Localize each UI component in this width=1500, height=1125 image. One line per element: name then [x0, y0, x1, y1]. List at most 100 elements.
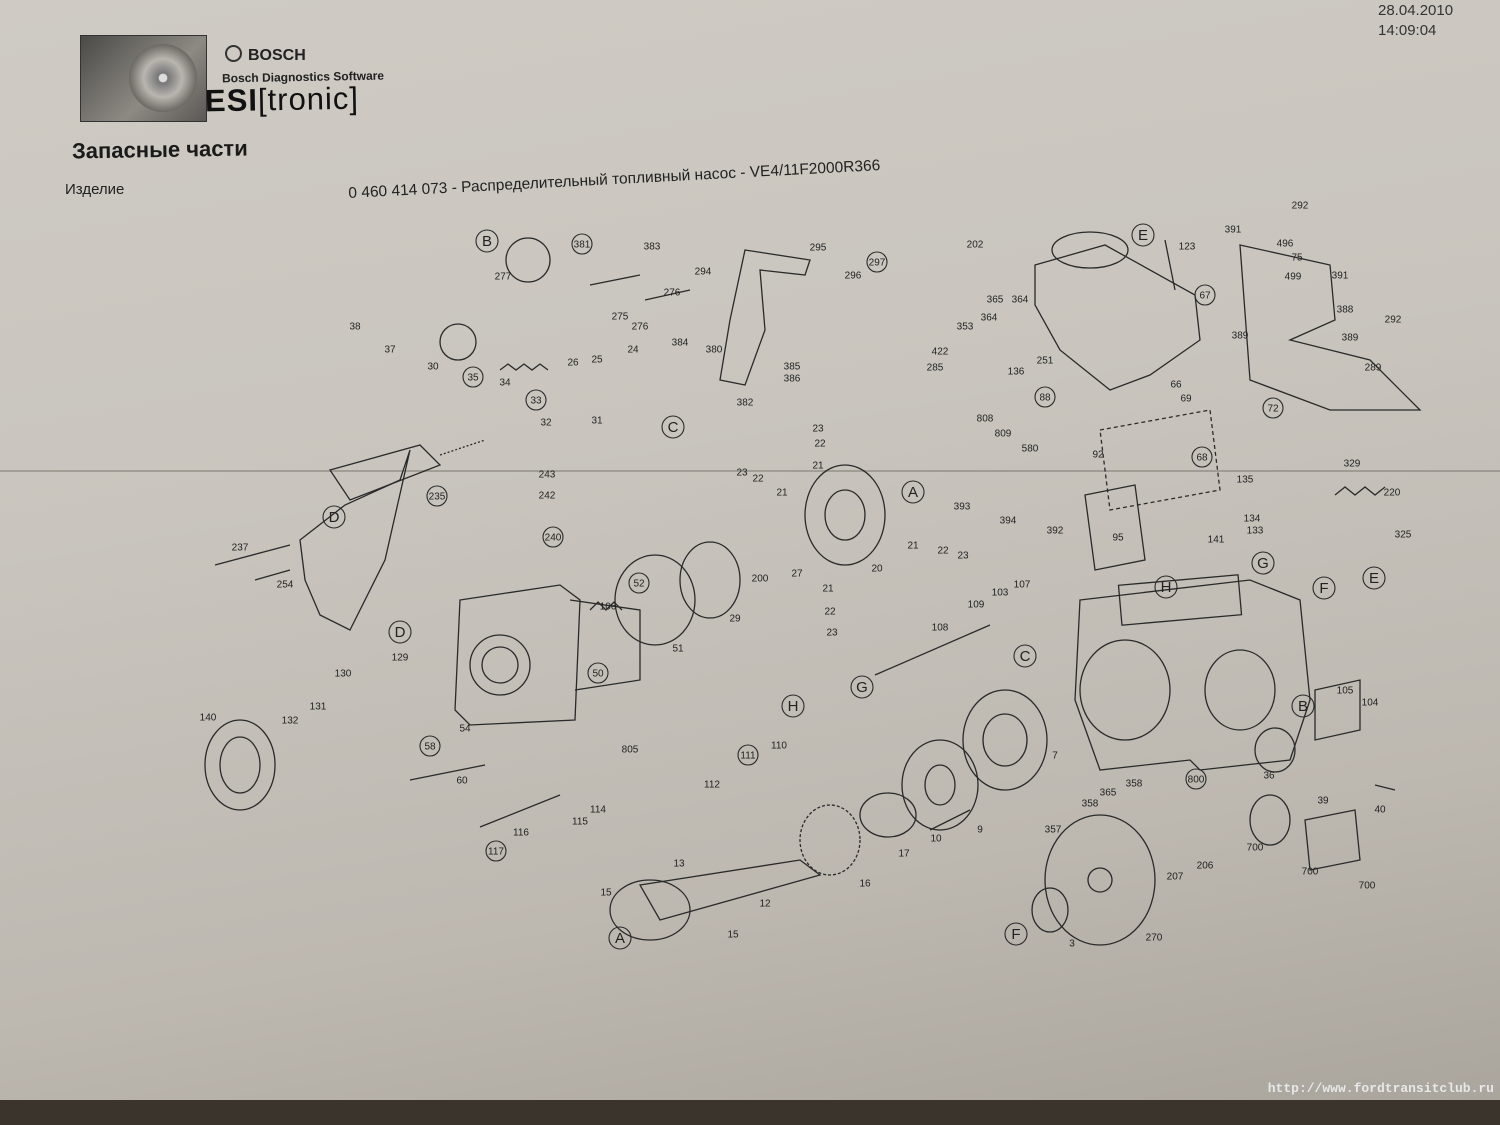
part-number-callout: 295	[810, 243, 827, 254]
callout-label: 109	[968, 600, 985, 611]
callout-label: 235	[429, 492, 446, 503]
callout-label: 392	[1047, 526, 1064, 537]
part-number-callout: 112	[704, 780, 720, 791]
part-number-callout: 382	[737, 398, 754, 409]
callout-label: H	[788, 698, 799, 715]
part-number-callout: 285	[927, 363, 944, 374]
part-number-callout: 21	[822, 584, 834, 595]
callout-label: 21	[822, 584, 834, 595]
callout-label: 207	[1167, 872, 1184, 883]
callout-label: 289	[1365, 363, 1382, 374]
callout-label: 329	[1344, 459, 1361, 470]
part-number-callout: 700	[1359, 881, 1376, 892]
callout-label: 275	[612, 312, 629, 323]
paper-fold	[0, 470, 1500, 472]
callout-label: 805	[622, 745, 639, 756]
part-number-callout: 130	[335, 669, 352, 680]
part-number-callout: 129	[392, 653, 409, 664]
part-number-callout: 389	[1232, 331, 1249, 342]
callout-label: 114	[590, 805, 606, 816]
part-number-callout: 92	[1092, 450, 1104, 461]
callout-circle	[525, 389, 547, 411]
part-number-callout: 277	[495, 272, 512, 283]
part-number-callout: 140	[200, 713, 217, 724]
callout-label: B	[1298, 698, 1308, 715]
callout-circle	[388, 620, 412, 644]
callout-label: 52	[633, 579, 645, 590]
callout-label: G	[1257, 555, 1269, 572]
part-number-callout: 380	[706, 345, 723, 356]
callout-label: 364	[1012, 295, 1029, 306]
callout-label: 294	[695, 267, 712, 278]
part-number-callout: 105	[1337, 686, 1354, 697]
callout-circle	[1154, 575, 1178, 599]
part-number-callout: 254	[277, 580, 294, 591]
part-number-callout: 809	[995, 429, 1012, 440]
callout-label: 200	[752, 574, 769, 585]
callout-circle	[1191, 446, 1213, 468]
callout-label: 115	[572, 817, 588, 828]
brand-name: BOSCH	[225, 45, 306, 65]
callout-label: 237	[232, 543, 249, 554]
callout-circle	[1185, 768, 1207, 790]
part-number-callout: 95	[1112, 533, 1124, 544]
callout-circle	[426, 485, 448, 507]
callout-circle	[1251, 551, 1275, 575]
part-number-callout: 220	[1384, 488, 1401, 499]
callout-label: 391	[1225, 225, 1242, 236]
callout-label: 135	[1237, 475, 1254, 486]
callout-label: D	[329, 509, 340, 526]
part-number-callout: 21	[812, 461, 824, 472]
part-number-callout: 276	[664, 288, 681, 299]
callout-label: 21	[812, 461, 824, 472]
callout-label: 75	[1291, 253, 1303, 264]
housing-bore	[1079, 639, 1171, 741]
callout-circle	[1131, 223, 1155, 247]
callout-label: 92	[1092, 450, 1104, 461]
section-letter-callout: D	[388, 620, 412, 644]
part-number-callout: 805	[622, 745, 639, 756]
part-number-callout: 206	[1197, 861, 1214, 872]
callout-label: 251	[1037, 356, 1054, 367]
part-number-callout: 104	[1362, 698, 1379, 709]
section-letter-callout: E	[1131, 223, 1155, 247]
cam-plate	[901, 739, 979, 831]
callout-label: 700	[1302, 867, 1319, 878]
callout-label: 365	[1100, 788, 1117, 799]
callout-label: 103	[992, 588, 1009, 599]
part-number-callout: 297	[866, 251, 888, 273]
part-number-callout: 136	[1008, 367, 1025, 378]
callout-label: 26	[567, 358, 579, 369]
callout-label: 242	[539, 491, 556, 502]
callout-label: 296	[845, 271, 862, 282]
part-number-callout: 237	[232, 543, 249, 554]
part-number-callout: 364	[981, 313, 998, 324]
callout-label: 29	[729, 614, 741, 625]
callout-label: 393	[954, 502, 971, 513]
stop-solenoid	[328, 444, 442, 501]
governor-lever	[1239, 244, 1422, 411]
callout-label: 800	[1188, 775, 1205, 786]
part-number-callout: 358	[1082, 799, 1099, 810]
callout-label: 202	[967, 240, 984, 251]
parts-sheet: BOSCH Bosch Diagnostics Software ESI[tro…	[0, 0, 1500, 1100]
callout-label: 364	[981, 313, 998, 324]
callout-label: 38	[349, 322, 361, 333]
callout-label: A	[615, 930, 625, 947]
callout-label: E	[1369, 570, 1379, 587]
part-number-callout: 88	[1034, 386, 1056, 408]
print-date: 28.04.2010	[1378, 2, 1454, 19]
callout-label: F	[1011, 926, 1020, 943]
callout-label: 72	[1267, 404, 1279, 415]
callout-label: 34	[499, 378, 511, 389]
part-number-callout: 51	[672, 644, 684, 655]
callout-label: 13	[673, 859, 685, 870]
part-number-callout: 365	[1100, 788, 1117, 799]
part-number-callout: 134	[1244, 514, 1261, 525]
section-letter-callout: G	[850, 675, 874, 699]
part-number-callout: 27	[791, 569, 803, 580]
part-number-callout: 35	[462, 366, 484, 388]
callout-circle	[781, 694, 805, 718]
part-number-callout: 364	[1012, 295, 1029, 306]
